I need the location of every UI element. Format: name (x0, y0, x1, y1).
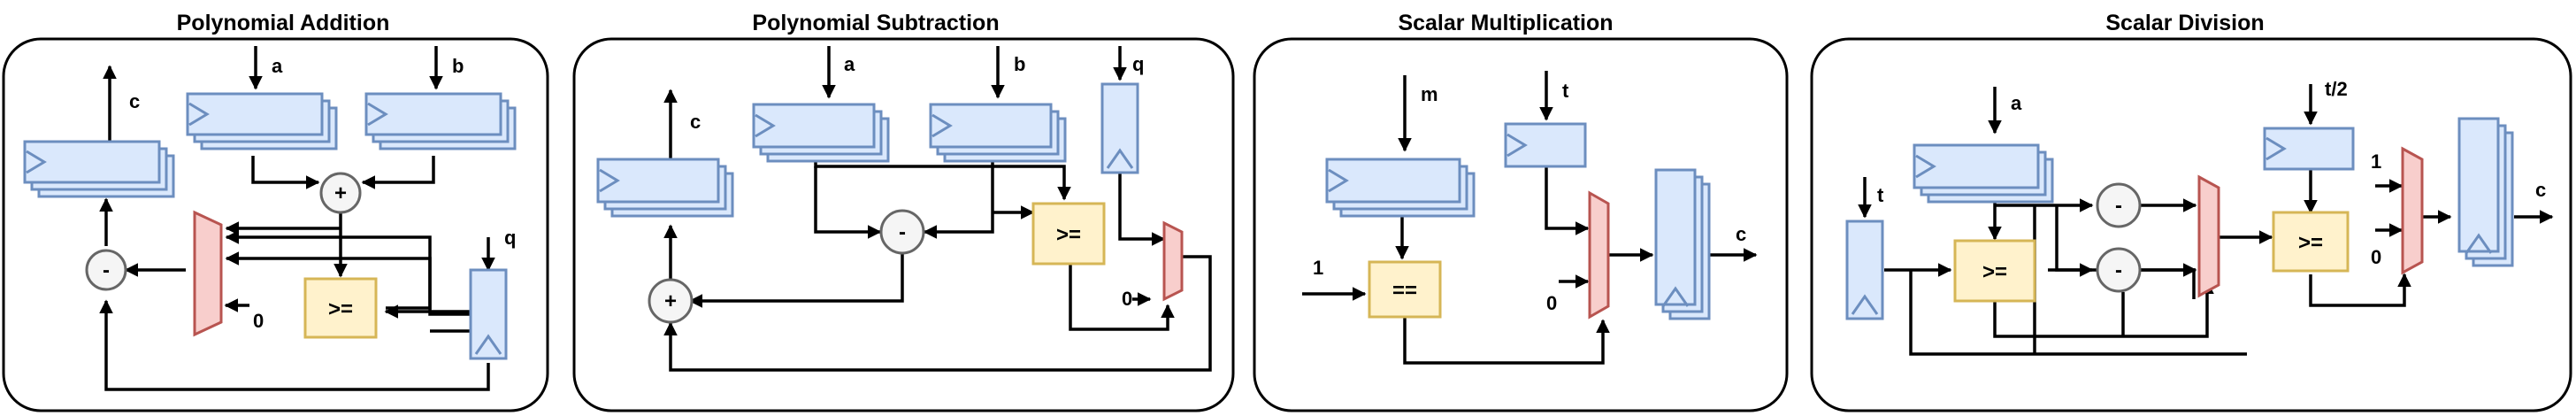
signal-label-c: c (2535, 179, 2546, 201)
register-t (1504, 122, 1587, 168)
subtractor: - (85, 249, 127, 291)
panel-title: Polynomial Subtraction (752, 11, 999, 35)
register-c (1654, 168, 1711, 320)
signal-label-c: c (1736, 223, 1746, 245)
wiring (99, 46, 495, 391)
register-m (1325, 158, 1476, 218)
signal-label-zero: 0 (1122, 288, 1132, 310)
panel-polynomial-subtraction: Polynomial Subtraction (572, 11, 1235, 412)
subtractor-symbol: - (2115, 258, 2122, 282)
signal-label-one: 1 (1313, 257, 1323, 279)
register-q (1100, 82, 1139, 174)
register-b (929, 103, 1067, 163)
comparator-symbol: >= (2298, 231, 2323, 255)
signal-label-a: a (272, 55, 283, 77)
subtractor-symbol: - (2115, 194, 2122, 218)
panel-title: Polynomial Addition (177, 11, 390, 35)
signal-label-c: c (129, 90, 140, 112)
signal-label-one: 1 (2371, 150, 2381, 173)
wiring (1858, 84, 2554, 356)
multiplexer (193, 210, 223, 337)
signal-label-a: a (844, 53, 855, 75)
panel-polynomial-addition: Polynomial Addition (2, 11, 549, 412)
register-b (364, 92, 517, 150)
panel-title: Scalar Multiplication (1398, 11, 1613, 35)
comparator-symbol: >= (1056, 223, 1081, 247)
panel-title: Scalar Division (2105, 11, 2264, 35)
multiplexer (1162, 220, 1184, 302)
adder-symbol: + (334, 181, 347, 205)
register-c (2457, 117, 2514, 267)
panel-scalar-division: Scalar Division (1810, 11, 2572, 412)
signal-label-q: q (1132, 53, 1144, 75)
register-c (596, 158, 734, 218)
comparator: >= (1031, 202, 1106, 266)
signal-label-c: c (690, 111, 701, 133)
signal-label-q: q (504, 227, 516, 249)
comparator-1: >= (1953, 239, 2036, 303)
comparator: >= (303, 277, 378, 339)
multiplexer-2 (2401, 146, 2424, 275)
signal-label-zero: 0 (1546, 292, 1557, 314)
comparator-equal: == (1368, 260, 1442, 319)
register-q (469, 268, 508, 360)
comparator-symbol: >= (1982, 260, 2007, 284)
signal-label-t: t (1877, 184, 1884, 206)
wiring (663, 46, 1212, 372)
register-c (23, 140, 175, 198)
adder-symbol: + (664, 289, 677, 313)
register-a (1913, 143, 2054, 204)
signal-label-b: b (1014, 53, 1025, 75)
signal-label-a: a (2011, 92, 2022, 114)
subtractor-2: - (2096, 247, 2142, 293)
signal-label-m: m (1421, 83, 1438, 105)
comparator-2: >= (2272, 211, 2350, 273)
adder: + (319, 172, 362, 214)
multiplexer (1588, 190, 1610, 320)
panel-scalar-multiplication: Scalar Multiplication (1253, 11, 1789, 412)
subtractor: - (879, 209, 925, 255)
signal-label-t: t (1562, 80, 1569, 102)
register-a (752, 103, 890, 163)
comparator-symbol: >= (328, 297, 353, 321)
signal-label-b: b (452, 55, 464, 77)
register-t (1845, 220, 1884, 320)
adder: + (648, 278, 694, 324)
subtractor-symbol: - (103, 258, 110, 282)
register-t-half (2263, 127, 2355, 171)
subtractor-1: - (2096, 182, 2142, 228)
subtractor-symbol: - (899, 220, 906, 244)
signal-label-zero: 0 (253, 310, 264, 332)
signal-label-zero: 0 (2371, 246, 2381, 268)
wiring (1302, 71, 1758, 365)
comparator-symbol: == (1392, 279, 1417, 303)
register-a (186, 92, 338, 150)
signal-label-t-half: t/2 (2325, 78, 2348, 100)
multiplexer-1 (2197, 174, 2220, 298)
